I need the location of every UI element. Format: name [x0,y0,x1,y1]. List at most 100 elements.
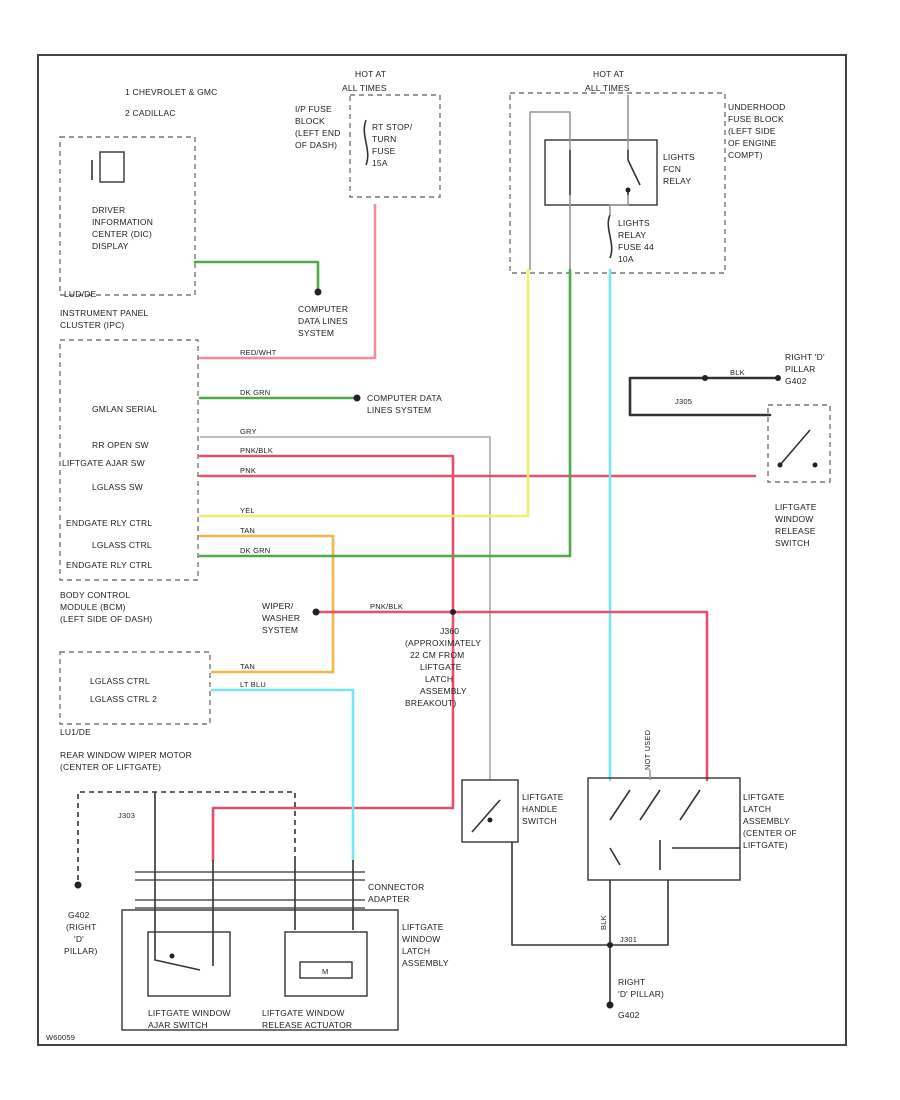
latch-assembly-label-4: (CENTER OF [743,828,797,838]
comp-data-mid-node [353,394,361,402]
wire-label-dk-grn-top: DK GRN [240,388,270,397]
splice-mid-3: 22 CM FROM [410,650,464,660]
wire-gry [200,436,491,780]
ip-fuse-block-label-4: OF DASH) [295,140,337,150]
bcm-label-3: (LEFT SIDE OF DASH) [60,614,152,624]
release-actuator-box [284,931,368,997]
underhood-label-2: FUSE BLOCK [728,114,784,124]
wiper-washer-label-3: SYSTEM [262,625,298,635]
not-used-label: NOT USED [643,729,652,770]
bcm-pin-endgate-2: ENDGATE RLY CTRL [66,560,152,570]
hot-label-left-2: ALL TIMES [342,83,387,93]
ip-fuse-block-label-3: (LEFT END [295,128,341,138]
splice-mid-2: (APPROXIMATELY [405,638,481,648]
hot-label-right-1: HOT AT [593,69,624,79]
bcm-pin-endgate-1: ENDGATE RLY CTRL [66,518,152,528]
g402-top-node-2 [775,375,781,381]
g402-left-node [74,881,82,889]
latch-switch-2 [609,840,740,870]
stop-fuse-label-1: RT STOP/ [372,122,413,132]
dic-label-4: DISPLAY [92,241,129,251]
figure-id: W60059 [46,1033,75,1042]
wire-label-tan-motor: TAN [240,662,255,671]
ipc-label-2: CLUSTER (IPC) [60,320,124,330]
legend-line-2: 2 CADILLAC [125,108,176,118]
comp-data-top-3: SYSTEM [298,328,334,338]
window-latch-label-2: WINDOW [402,934,441,944]
wire-label-red-wht: RED/WHT [240,348,277,357]
release-switch-node-1 [777,462,783,468]
wire-label-pnk-blk-wiper: PNK/BLK [370,602,403,611]
dic-display-icon [99,151,125,183]
wire-dk-grn-bcm [198,268,572,558]
comp-data-mid-2: LINES SYSTEM [367,405,431,415]
wire-label-gry: GRY [240,427,257,436]
bcm-label-1: BODY CONTROL [60,590,130,600]
ajar-switch-label-1: LIFTGATE WINDOW [148,1008,231,1018]
release-switch-label-3: RELEASE [775,526,816,536]
relay-fuse-label-2: RELAY [618,230,646,240]
wire-red-wht [198,203,377,360]
underhood-label-3: (LEFT SIDE [728,126,776,136]
lights-relay-label-2: FCN [663,164,681,174]
underhood-label-1: UNDERHOOD [728,102,786,112]
ground-left-label-2: (RIGHT [66,922,96,932]
underhood-internal-wire [529,95,629,270]
bcm-pin-gmlan: GMLAN SERIAL [92,404,157,414]
comp-data-top-1: COMPUTER [298,304,348,314]
wiper-washer-node [312,608,320,616]
latch-switch-1 [609,789,701,821]
wiper-motor-pin-2: LGLASS CTRL 2 [90,694,157,704]
handle-switch-contact [471,799,501,833]
dic-label-1: DRIVER [92,205,125,215]
stop-fuse-label-3: FUSE [372,146,396,156]
connector-pins [154,860,354,930]
ajar-switch-label-2: AJAR SWITCH [148,1020,208,1030]
wire-label-blk-top: BLK [730,368,745,377]
dic-label-3: CENTER (DIC) [92,229,152,239]
window-latch-label-1: LIFTGATE [402,922,444,932]
lights-relay-box [544,139,658,206]
wire-label-blk-bottom: BLK [599,915,608,930]
stop-fuse-label-2: TURN [372,134,396,144]
connector-adapter [135,871,365,909]
g402-top-node [702,375,708,381]
connector-label-2: ADAPTER [368,894,410,904]
lights-relay-label-1: LIGHTS [663,152,695,162]
wire-lt-blu-motor [210,688,355,862]
stop-fuse-symbol [363,119,369,166]
ground-bottom-label-2: 'D' PILLAR) [618,989,664,999]
splice-mid-5: LATCH [425,674,453,684]
wire-blk-top [628,376,777,417]
handle-switch-label-2: HANDLE [522,804,558,814]
ipc-tag: LUD/DE [64,289,97,299]
wire-label-dk-grn-bcm: DK GRN [240,546,270,555]
wire-label-tan: TAN [240,526,255,535]
release-actuator-coil-label: M [322,967,328,976]
handle-switch-label-3: SWITCH [522,816,557,826]
release-switch-label-2: WINDOW [775,514,814,524]
comp-data-top-2: DATA LINES [298,316,348,326]
connector-label-1: CONNECTOR [368,882,424,892]
ground-bottom-label-3: G402 [618,1010,640,1020]
release-actuator-label-2: RELEASE ACTUATOR [262,1020,352,1030]
release-actuator-label-1: LIFTGATE WINDOW [262,1008,345,1018]
window-latch-assembly-box [121,909,399,1031]
release-switch-contact [779,429,811,466]
handle-switch-node [487,817,493,823]
ajar-switch-box [147,931,231,997]
wiper-motor-label-1: REAR WINDOW WIPER MOTOR [60,750,192,760]
wire-dk-grn-dic [193,260,320,292]
ground-top-label-2: PILLAR [785,364,816,374]
splice-j305: J305 [675,397,692,406]
release-switch-label-4: SWITCH [775,538,810,548]
splice-j301: J301 [620,935,637,944]
ground-top-label-1: RIGHT 'D' [785,352,825,362]
bcm-label-2: MODULE (BCM) [60,602,126,612]
hot-label-right-2: ALL TIMES [585,83,630,93]
ajar-switch-node [169,953,175,959]
dic-label-2: INFORMATION [92,217,153,227]
g402-bottom-node [606,1001,614,1009]
ground-left-label-1: G402 [68,910,90,920]
